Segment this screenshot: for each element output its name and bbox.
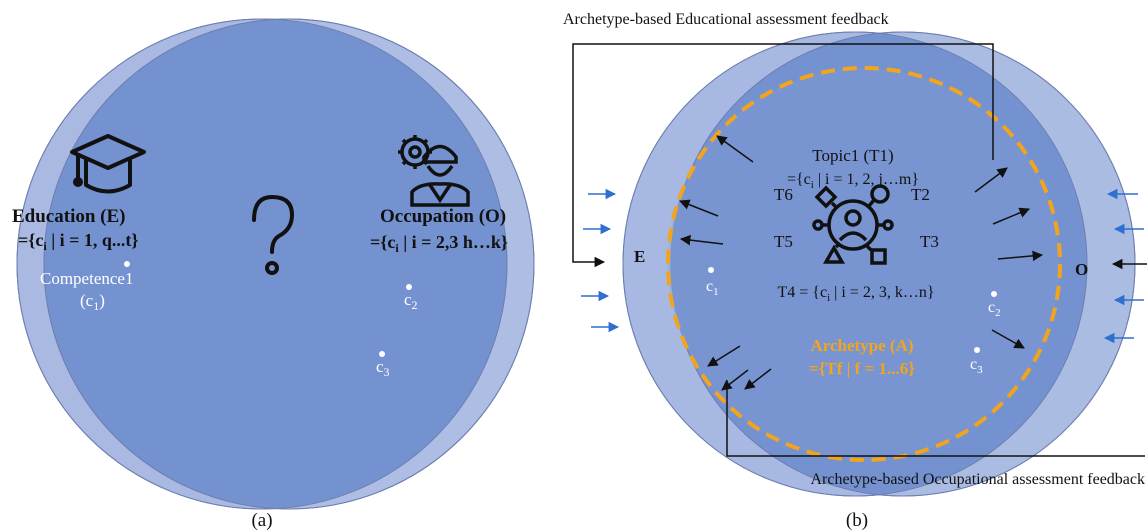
occupational-feedback-loop (726, 380, 1145, 457)
topic-t2: T2 (911, 185, 930, 204)
right-input-arrows (1103, 188, 1144, 344)
caption-a: (a) (251, 510, 272, 531)
c1-point-b (708, 267, 714, 273)
occupation-label: Occupation (O) (380, 206, 506, 227)
caption-b: (b) (846, 510, 868, 531)
c3-point-b (974, 347, 980, 353)
c2-point (406, 284, 412, 290)
worker-gear-icon (398, 135, 470, 207)
topic-t6: T6 (774, 185, 793, 204)
competence1-point (124, 261, 130, 267)
topic1-set: ={ci | i = 1, 2, j…m} (787, 171, 919, 191)
c3-label: c3 (376, 357, 390, 379)
panel-b: Archetype-based Educational assessment f… (563, 11, 1147, 531)
c2-label: c2 (404, 290, 418, 312)
graduation-cap-icon (70, 134, 146, 194)
panel-a: Education (E) ={ci | i = 1, q...t} Occup… (12, 18, 535, 531)
question-mark-icon (252, 194, 295, 275)
educational-feedback-loop (572, 43, 994, 268)
competence1-symbol: (c1) (80, 291, 105, 313)
archetype-title: Archetype (A) (810, 336, 913, 355)
occupation-set: ={ci | i = 2,3 h…k} (370, 232, 508, 255)
c2-label-b: c2 (988, 299, 1001, 319)
topic-t3: T3 (920, 232, 939, 251)
education-label-b: E (634, 247, 645, 266)
c2-point-b (991, 291, 997, 297)
archetype-dashed-ring (666, 66, 1062, 462)
educational-feedback-label: Archetype-based Educational assessment f… (563, 11, 889, 28)
education-set: ={ci | i = 1, q...t} (18, 230, 139, 253)
topic-t4-set: T4 = {ci | i = 2, 3, k…n} (778, 284, 935, 304)
archetype-set: ={Tf | f = 1...6} (809, 359, 915, 378)
education-label: Education (E) (12, 206, 126, 227)
c1-label-b: c1 (706, 278, 719, 298)
overlap-region (44, 19, 507, 509)
c3-point (379, 351, 385, 357)
c3-label-b: c3 (970, 356, 983, 376)
archetype-output-arrows (679, 135, 1044, 391)
topic1-title: Topic1 (T1) (812, 146, 893, 165)
left-input-arrows (581, 188, 620, 333)
archetype-network-icon (812, 184, 894, 265)
occupation-label-b: O (1075, 260, 1088, 279)
topic-t5: T5 (774, 232, 793, 251)
competence1-label: Competence1 (40, 269, 133, 288)
occupational-feedback-label: Archetype-based Occupational assessment … (810, 471, 1145, 488)
